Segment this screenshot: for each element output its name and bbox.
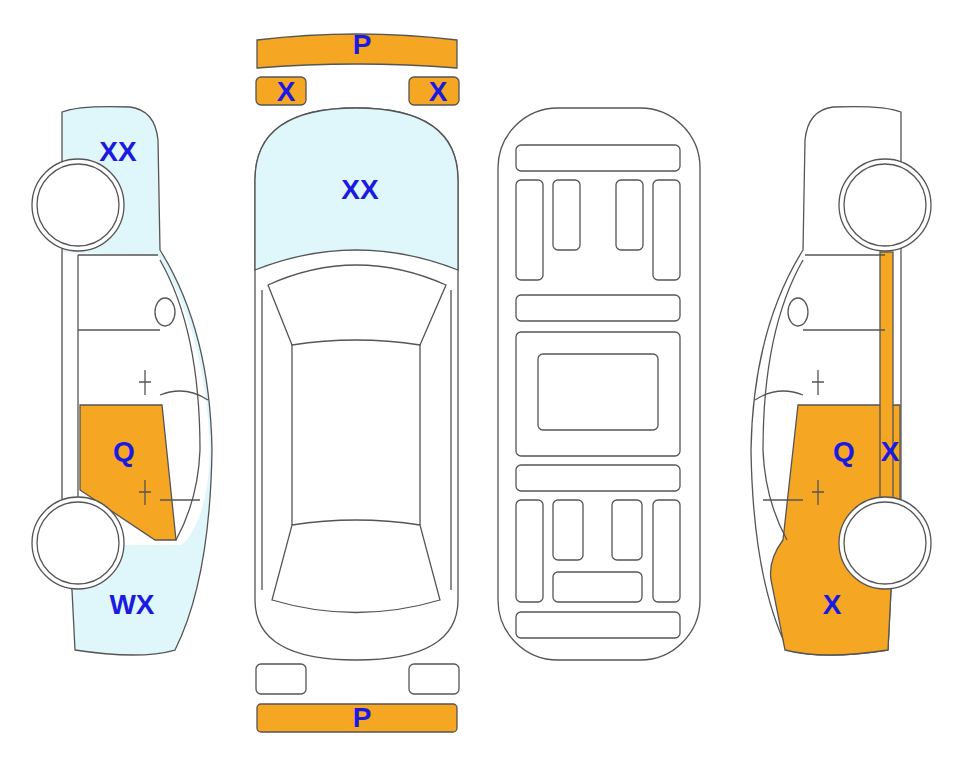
right-side-view <box>751 107 931 655</box>
damage-code: X <box>429 78 448 106</box>
underside-view <box>498 108 700 660</box>
damage-code: X <box>277 78 296 106</box>
left-side-view <box>32 107 212 655</box>
damage-code: XX <box>341 176 378 204</box>
damage-code: Q <box>113 438 135 466</box>
damage-code: X <box>881 438 900 466</box>
damage-code: XX <box>99 138 136 166</box>
damage-code: P <box>353 704 372 732</box>
damage-code: Q <box>833 438 855 466</box>
damage-code: X <box>823 591 842 619</box>
damage-code: WX <box>109 591 154 619</box>
damage-code: P <box>353 31 372 59</box>
top-view <box>255 34 459 732</box>
